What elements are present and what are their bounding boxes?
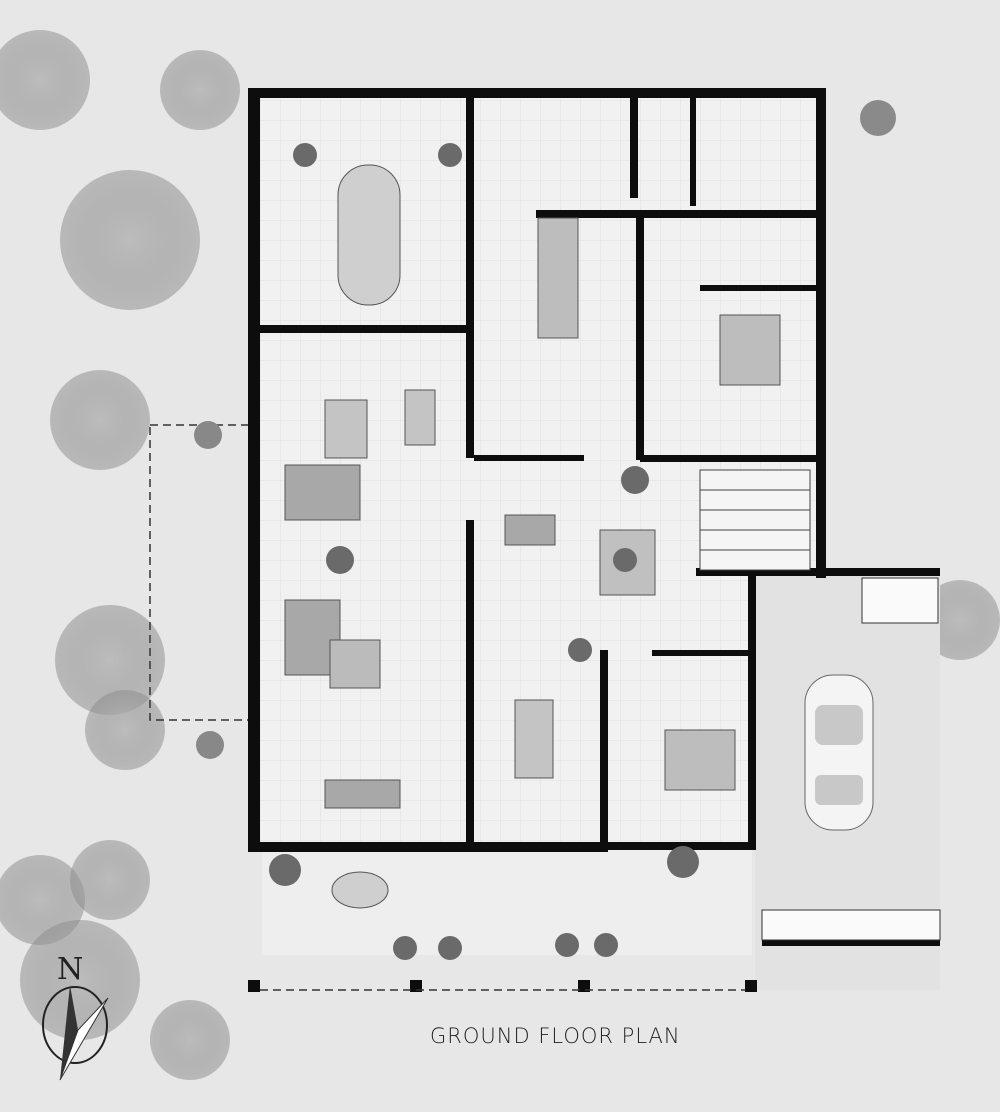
car-icon xyxy=(804,674,874,831)
kitchen-island xyxy=(537,217,579,339)
bed xyxy=(664,729,736,791)
bed xyxy=(719,314,781,386)
plants xyxy=(194,100,896,960)
rug xyxy=(404,389,436,446)
rug xyxy=(514,699,554,779)
rug xyxy=(324,399,368,459)
dining-table xyxy=(337,164,401,306)
staircase xyxy=(699,469,811,571)
terrace-table xyxy=(331,871,389,909)
rug xyxy=(599,529,656,596)
sofa xyxy=(284,464,361,521)
entry-stairs xyxy=(761,577,941,941)
drawing-title: GROUND FLOOR PLAN xyxy=(430,1024,681,1048)
coffee-table xyxy=(329,639,381,689)
furniture xyxy=(284,164,781,909)
sofa xyxy=(324,779,401,809)
north-arrow-icon xyxy=(42,985,109,1081)
table xyxy=(504,514,556,546)
walls xyxy=(248,88,940,946)
front-piers xyxy=(248,980,757,992)
north-label: N xyxy=(57,952,84,987)
